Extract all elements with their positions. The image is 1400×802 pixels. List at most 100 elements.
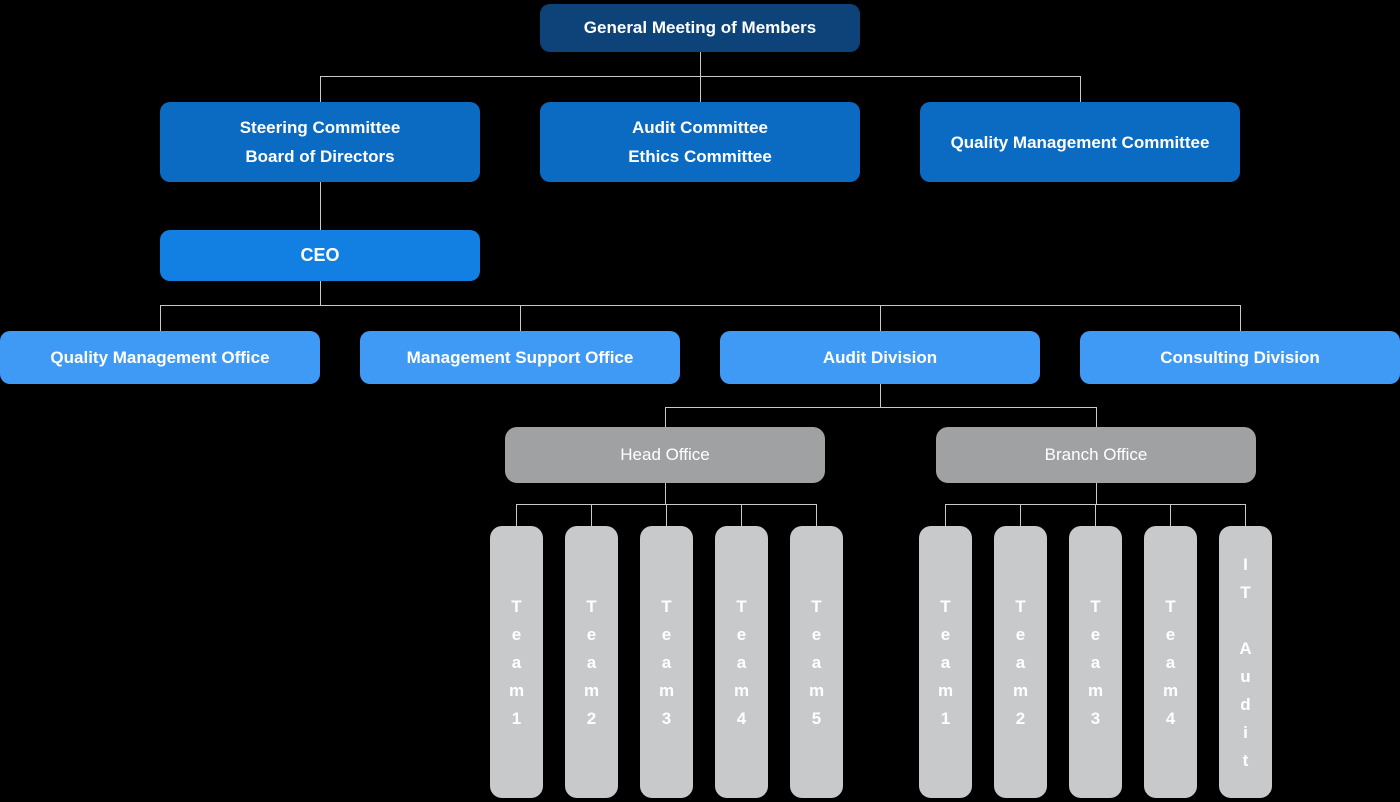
node-audit-division: Audit Division (720, 331, 1040, 384)
connector-line (1095, 504, 1096, 526)
vertical-char: 4 (736, 708, 747, 728)
vertical-char: T (1165, 596, 1176, 616)
vertical-char: 2 (1015, 708, 1026, 728)
vertical-char: T (511, 596, 522, 616)
vertical-char: T (736, 596, 747, 616)
vertical-char: 4 (1165, 708, 1176, 728)
vertical-char: T (586, 596, 597, 616)
node-label-line1: Audit Committee (632, 118, 768, 137)
vertical-char: m (508, 680, 525, 700)
vertical-char: u (1240, 666, 1251, 686)
node-label: Management Support Office (406, 347, 634, 367)
vertical-char: e (661, 624, 672, 644)
node-general-meeting-of-members: General Meeting of Members (540, 4, 860, 52)
node-label-line1: Steering Committee (239, 118, 401, 137)
vertical-char: T (1240, 582, 1251, 602)
node-label: Quality Management Office (50, 347, 270, 367)
node-label: CEO (300, 245, 340, 265)
connector-line (320, 76, 321, 102)
vertical-char: T (811, 596, 822, 616)
vertical-char: e (1090, 624, 1101, 644)
vertical-char: T (940, 596, 951, 616)
vertical-char: 2 (586, 708, 597, 728)
connector-line (320, 182, 321, 230)
connector-line (700, 52, 701, 77)
vertical-char: e (940, 624, 951, 644)
node-steering-committee-board-of-directors: Steering Committee Board of Directors (160, 102, 480, 182)
connector-line (1080, 76, 1081, 102)
connector-line (1240, 305, 1241, 331)
connector-line (665, 407, 1097, 408)
vertical-char: d (1240, 694, 1251, 714)
vertical-char: I (1243, 554, 1248, 574)
node-audit-committee-ethics-committee: Audit Committee Ethics Committee (540, 102, 860, 182)
connector-line (1245, 504, 1246, 526)
connector-line (1020, 504, 1021, 526)
vertical-char: 1 (940, 708, 951, 728)
vertical-char: a (811, 652, 822, 672)
connector-line (945, 504, 946, 526)
vertical-char: a (736, 652, 747, 672)
connector-line (880, 384, 881, 408)
vertical-char: a (586, 652, 597, 672)
vertical-char: e (811, 624, 822, 644)
vertical-char: a (511, 652, 522, 672)
node-head-office: Head Office (505, 427, 825, 483)
vertical-char: m (937, 680, 954, 700)
vertical-char: e (1015, 624, 1026, 644)
vertical-char: m (1162, 680, 1179, 700)
vertical-char: a (1165, 652, 1176, 672)
vertical-char: m (1087, 680, 1104, 700)
connector-line (666, 504, 667, 526)
node-management-support-office: Management Support Office (360, 331, 680, 384)
connector-line (160, 305, 161, 331)
vertical-char: m (733, 680, 750, 700)
vertical-char: a (661, 652, 672, 672)
vertical-char: t (1242, 750, 1249, 770)
connector-line (516, 504, 517, 526)
connector-line (665, 483, 666, 504)
vertical-char: 1 (511, 708, 522, 728)
vertical-char: T (1015, 596, 1026, 616)
vertical-char: i (1243, 722, 1248, 742)
node-ceo: CEO (160, 230, 480, 281)
node-label-line2: Ethics Committee (628, 147, 772, 166)
vertical-char: A (1239, 638, 1252, 658)
node-label: Audit Division (822, 347, 938, 367)
node-label-line2: Board of Directors (245, 147, 395, 166)
vertical-char: m (658, 680, 675, 700)
vertical-char (1243, 612, 1248, 629)
connector-line (520, 305, 521, 331)
node-label: Consulting Division (1160, 347, 1320, 367)
node-label: Branch Office (1044, 445, 1148, 464)
vertical-char: T (1090, 596, 1101, 616)
node-consulting-division: Consulting Division (1080, 331, 1400, 384)
connector-line (160, 305, 1241, 306)
vertical-char: e (511, 624, 522, 644)
vertical-char: 5 (811, 708, 822, 728)
vertical-char: a (1015, 652, 1026, 672)
connector-line (1096, 483, 1097, 504)
connector-line (700, 76, 701, 102)
vertical-char: T (661, 596, 672, 616)
vertical-char: m (583, 680, 600, 700)
connector-line (741, 504, 742, 526)
node-label: General Meeting of Members (583, 18, 817, 37)
vertical-char: m (808, 680, 825, 700)
connector-line (1096, 407, 1097, 427)
connector-line (320, 281, 321, 306)
vertical-char: e (1165, 624, 1176, 644)
connector-line (1170, 504, 1171, 526)
vertical-char: e (586, 624, 597, 644)
node-label-line1: Quality Management Committee (950, 132, 1210, 152)
